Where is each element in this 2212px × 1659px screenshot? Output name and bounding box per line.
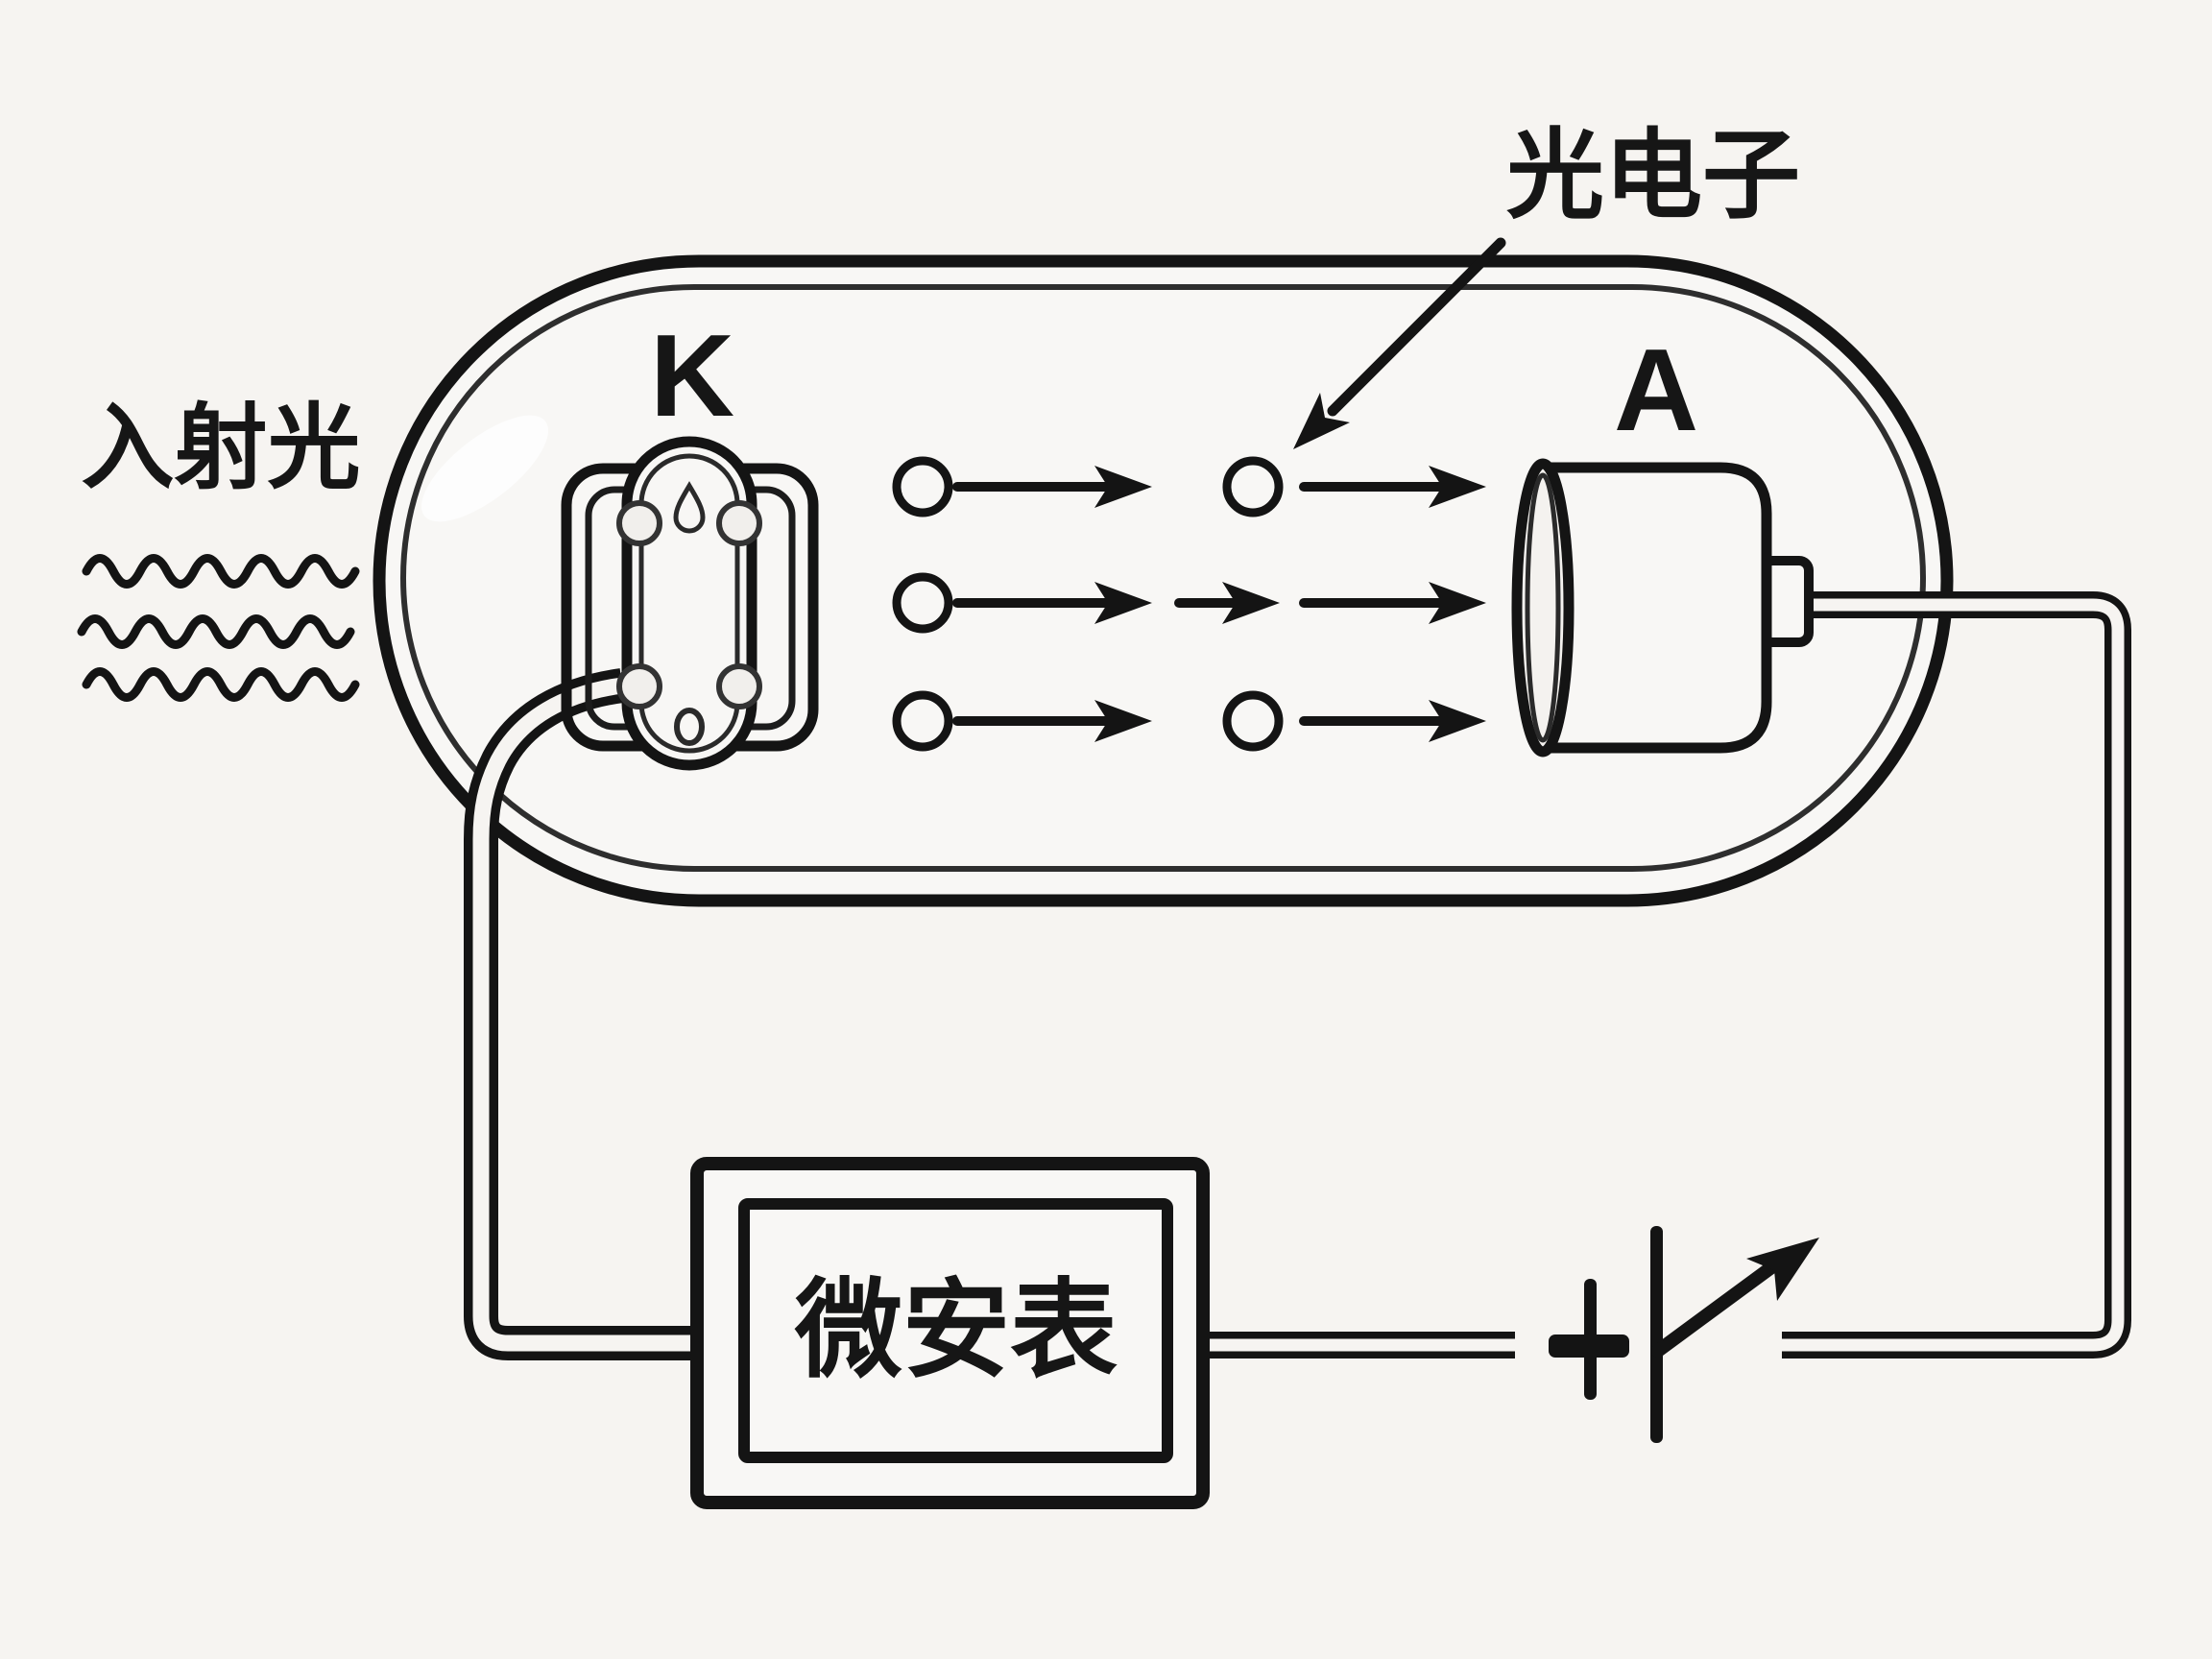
electron-arrowhead	[1222, 582, 1280, 624]
switch	[1651, 1238, 1819, 1358]
photoelectron-arrow-line	[1327, 237, 1506, 417]
battery-and-switch	[1549, 1226, 1819, 1443]
electron	[892, 456, 953, 517]
cathode-assembly	[561, 436, 819, 771]
anode-face-inner	[1525, 472, 1561, 743]
electron	[1222, 456, 1284, 517]
cathode-wire-core	[472, 677, 715, 1352]
cathode-bead-top	[673, 481, 706, 534]
switch-arrowhead	[1746, 1238, 1819, 1301]
anode-face-outer	[1511, 458, 1575, 757]
electron-arrowhead	[1429, 700, 1486, 742]
wave-line	[77, 614, 355, 649]
photoelectron-label: 光电子	[1506, 121, 1800, 230]
anode-assembly	[1511, 458, 1814, 757]
electron	[892, 572, 953, 634]
electron-arrowhead	[1094, 582, 1152, 624]
tube-inner-wall	[400, 284, 1926, 872]
incident-light-waves	[77, 554, 360, 702]
cathode-clamp-bottom-right	[716, 663, 762, 709]
anode-label: A	[1614, 325, 1698, 455]
electron-arrowhead	[1094, 700, 1152, 742]
cathode-clamp-top-left	[616, 500, 662, 546]
battery-long-plate	[1650, 1226, 1663, 1443]
anode-wire-core	[1782, 598, 2125, 1352]
cathode-label: K	[650, 310, 734, 441]
incident-light: 入射光	[77, 396, 361, 702]
electron-arrowhead	[1429, 582, 1486, 624]
electron	[1222, 690, 1284, 752]
microammeter-box-outer	[690, 1157, 1210, 1509]
electron-arrowhead	[1429, 466, 1486, 508]
wave-line	[82, 667, 360, 702]
anode-body	[1537, 462, 1772, 754]
glass-highlight	[421, 415, 549, 522]
photoelectrons	[892, 456, 1486, 752]
electron	[892, 690, 953, 752]
switch-lever	[1651, 1256, 1785, 1358]
microammeter-label: 微安表	[794, 1270, 1118, 1390]
circuit-wires	[464, 591, 2131, 1360]
cathode-bead-bottom	[674, 708, 705, 746]
cathode-emitter-capsule-inner	[638, 453, 740, 754]
microammeter: 微安表	[690, 1157, 1210, 1509]
battery-short-plate	[1584, 1279, 1597, 1400]
electron-arrowhead	[1094, 466, 1152, 508]
incident-light-label: 入射光	[82, 396, 361, 500]
photoelectron-annotation: 光电子	[1293, 121, 1800, 449]
cathode-clamp-bottom-left	[616, 663, 662, 709]
microammeter-box-inner	[738, 1198, 1173, 1463]
photoelectron-arrowhead	[1293, 393, 1350, 449]
cathode-clamp-top-right	[716, 500, 762, 546]
wave-line	[82, 554, 360, 589]
